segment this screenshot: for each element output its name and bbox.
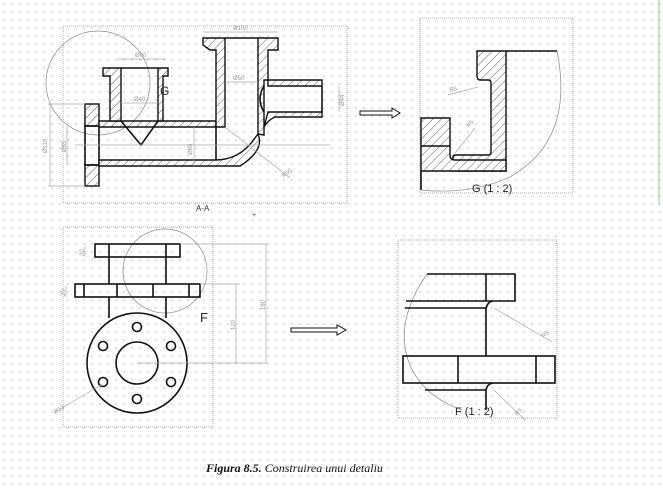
dim-r5: R5: [449, 86, 459, 94]
dim-r60: R60: [281, 167, 294, 179]
dim-d100: Ø100: [233, 26, 248, 32]
detail-f-label: F (1 : 2): [455, 406, 494, 418]
figure-caption: Figura 8.5. Construirea unui detaliu: [206, 461, 383, 476]
dim-d13: Ø13: [53, 405, 66, 416]
detail-g-view: R5 R5 G (1 : 2): [419, 17, 574, 195]
caption-number: Figura 8.5.: [206, 461, 262, 475]
dim-d50: Ø50: [233, 76, 245, 82]
dim-20: 20: [61, 289, 67, 296]
dim-120: 120: [231, 319, 237, 330]
dim-180: 180: [261, 299, 267, 310]
detail-marker-f: F: [200, 310, 208, 325]
detail-marker-g: G: [160, 84, 169, 98]
detail-f-view: R5 R5 F (1 : 2): [397, 239, 558, 421]
svg-text:+: +: [252, 212, 256, 219]
dim-d60: Ø60: [135, 53, 147, 59]
dim-r5: R5: [466, 119, 476, 129]
dim-d44: Ø44: [340, 94, 346, 106]
detail-f-circle: [122, 228, 208, 314]
dim-r5: R5: [514, 407, 524, 417]
arrow-right-icon: [359, 107, 401, 119]
dim-d110: Ø110: [43, 138, 49, 153]
detail-g-label: G (1 : 2): [472, 183, 512, 195]
dim-20: 20: [80, 249, 86, 256]
arrow-right-icon: [290, 324, 348, 336]
dim-d40: Ø40: [134, 97, 146, 103]
front-view: 20 20 180 120 Ø13 F: [53, 226, 268, 428]
dim-d65: Ø65: [188, 143, 194, 155]
detail-g-circle: [45, 30, 151, 136]
section-title: A-A: [196, 204, 210, 213]
dim-r5: R5: [541, 330, 551, 340]
view-frame: [62, 25, 348, 204]
dim-d85: Ø85: [62, 140, 68, 152]
caption-text: Construirea unui detaliu: [261, 461, 383, 475]
section-view-a-a: Ø100 Ø60 Ø40 Ø50 Ø110 Ø85 Ø65 Ø44 R60 G …: [43, 25, 348, 219]
